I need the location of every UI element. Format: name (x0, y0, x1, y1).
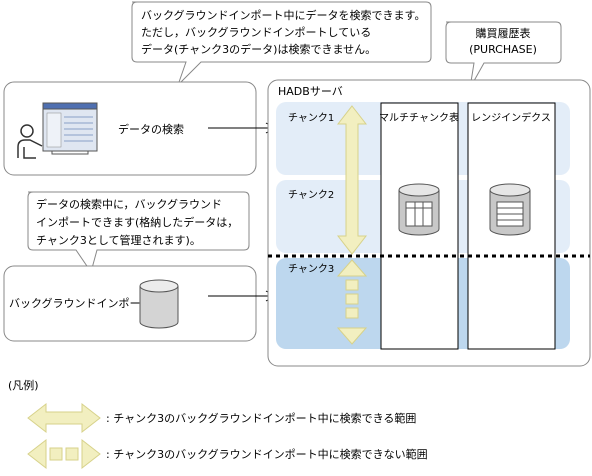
table-cylinder-icon (398, 183, 440, 236)
table-label-id: (PURCHASE) (469, 43, 537, 56)
legend-searchable-text: : チャンク3のバックグラウンドインポート中に検索できる範囲 (106, 411, 416, 425)
chunk-2-label: チャンク2 (288, 189, 334, 201)
callout-top-line-2: ただし，バックグラウンドインポートしている (141, 25, 371, 39)
callout-top-line-1: バックグラウンドインポート中にデータを検索できます。 (141, 8, 425, 22)
import-data-cylinder-icon (139, 279, 179, 329)
callout-mid-line-1: データの検索中に，バックグラウンド (36, 197, 222, 211)
callout-mid-line-2: インポートできます(格納したデータは， (36, 215, 238, 229)
callout-mid-line-3: チャンク3として管理されます)。 (36, 233, 201, 247)
chunk-1-label: チャンク1 (288, 112, 334, 124)
table-label-callout: 購買履歴表 (PURCHASE) (445, 21, 562, 89)
legend: (凡例) : チャンク3のバックグラウンドインポート中に検索できる範囲 : チャ… (8, 378, 428, 470)
server-title: HADBサーバ (278, 85, 343, 98)
hadb-server: HADBサーバ チャンク1 チャンク2 チャンク3 マルチチャンク表 レンジイン… (267, 79, 591, 367)
import-label: バックグラウンドインポート (9, 296, 152, 310)
legend-searchable-swatch (27, 402, 101, 434)
callout-top: バックグラウンドインポート中にデータを検索できます。 ただし，バックグラウンドイ… (131, 1, 432, 86)
non-searchable-range-arrow (336, 259, 368, 345)
chunk-3-label: チャンク3 (288, 263, 334, 275)
import-client-box: バックグラウンドインポート (3, 265, 257, 342)
table-label-name: 購買履歴表 (476, 26, 531, 40)
searchable-range-arrow (336, 105, 368, 255)
callout-top-line-3: データ(チャンク3のデータ)は検索できません。 (141, 42, 376, 56)
legend-non-searchable-swatch (27, 438, 101, 470)
legend-title: (凡例) (8, 378, 39, 392)
range-index-label: レンジインデクス (471, 111, 551, 124)
callout-mid: データの検索中に，バックグラウンド インポートできます(格納したデータは， チャ… (27, 191, 250, 274)
search-label: データの検索 (118, 122, 184, 136)
legend-non-searchable-text: : チャンク3のバックグラウンドインポート中に検索できない範囲 (106, 447, 428, 461)
user-at-computer-icon (17, 102, 98, 159)
search-client-box: データの検索 (3, 81, 257, 176)
multichunk-table-label: マルチチャンク表 (379, 111, 459, 124)
index-cylinder-icon (489, 183, 531, 236)
